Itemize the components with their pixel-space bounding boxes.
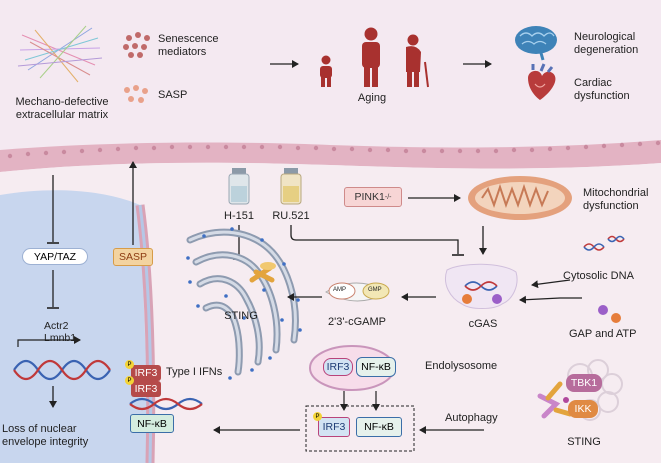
sasp-icon xyxy=(124,85,148,103)
sting-bottom-icon xyxy=(537,381,573,419)
ru521-vial-icon xyxy=(280,168,302,205)
nfkb-nuclear-box: NF-κB xyxy=(130,414,174,433)
cgamp-label: 2'3'-cGAMP xyxy=(328,316,386,328)
promoter-dna-icon xyxy=(129,397,203,411)
cytosolic-dna-label: Cytosolic DNA xyxy=(563,270,634,282)
brain-icon xyxy=(515,26,557,61)
phospho-badge-2: P xyxy=(125,376,134,385)
mitochondrion-icon xyxy=(468,176,572,220)
irf3-activated-box: IRF3 xyxy=(318,417,350,437)
tbk1-box: TBK1 xyxy=(566,374,602,392)
pink1-superscript: -/- xyxy=(384,193,392,201)
phospho-badge-1: P xyxy=(125,360,134,369)
cgas-label: cGAS xyxy=(468,318,498,330)
gene-labels: Actr2 Lmnb1 xyxy=(44,320,77,344)
irf3-endolysosome-box: IRF3 xyxy=(323,358,353,376)
elderly-figure-icon xyxy=(406,34,429,88)
ru521-label: RU.521 xyxy=(272,210,310,222)
ikk-box: IKK xyxy=(568,400,598,418)
gap-atp-label: GAP and ATP xyxy=(569,328,637,340)
cell-membrane xyxy=(0,140,661,172)
cytosolic-dna-icon xyxy=(583,235,625,251)
cgamp-icon xyxy=(325,282,390,302)
nfkb-endolysosome-box: NF-κB xyxy=(356,357,396,377)
irf3-nuclear-box-2: IRF3 xyxy=(131,381,161,397)
senescence-mediators-icon xyxy=(123,32,150,58)
child-figure-icon xyxy=(320,55,332,87)
mitochondrial-dysfunction-label: Mitochondrial dysfunction xyxy=(583,187,649,212)
adult-figure-icon xyxy=(362,27,380,87)
h151-vial-icon xyxy=(228,168,250,205)
sting-er-label: STING xyxy=(224,310,258,322)
nfkb-activated-box: NF-κB xyxy=(356,417,402,437)
neurological-degeneration-label: Neurological degeneration xyxy=(574,31,639,56)
heart-icon xyxy=(528,63,556,100)
aging-label: Aging xyxy=(357,92,387,104)
gap-atp-icon xyxy=(598,305,621,323)
irf3-nuclear-box-1: IRF3 xyxy=(131,365,161,381)
activated-complex-box xyxy=(305,405,415,452)
cgas-icon xyxy=(445,263,518,309)
sasp-top-label: SASP xyxy=(158,89,188,101)
sting-bottom-label: STING xyxy=(567,436,601,448)
gmp-label: GMP xyxy=(368,287,382,293)
pink1-label: PINK1 xyxy=(354,191,385,203)
nuclear-dna-icon xyxy=(13,359,111,381)
endolysosome-label: Endolysosome xyxy=(425,360,498,372)
autophagy-label: Autophagy xyxy=(445,412,498,424)
sasp-box: SASP xyxy=(113,248,153,266)
nuclear-envelope-outcome-label: Loss of nuclear envelope integrity xyxy=(2,423,89,448)
ecm-fibres xyxy=(17,25,103,83)
type1-ifn-label: Type I IFNs xyxy=(166,366,223,378)
cardiac-dysfunction-label: Cardiac dysfunction xyxy=(574,77,630,102)
yap-taz-box: YAP/TAZ xyxy=(22,248,88,265)
pink1-box: PINK1-/- xyxy=(344,187,402,207)
phospho-badge: P xyxy=(313,412,322,421)
senescence-mediators-label: Senescence mediators xyxy=(158,33,219,58)
sting-er-icon xyxy=(249,262,276,283)
ecm-label: Mechano-defective extracellular matrix xyxy=(15,96,109,121)
cytoplasm xyxy=(0,162,661,463)
amp-label: AMP xyxy=(333,287,347,293)
h151-label: H-151 xyxy=(224,210,254,222)
membrane-heads xyxy=(7,140,661,159)
